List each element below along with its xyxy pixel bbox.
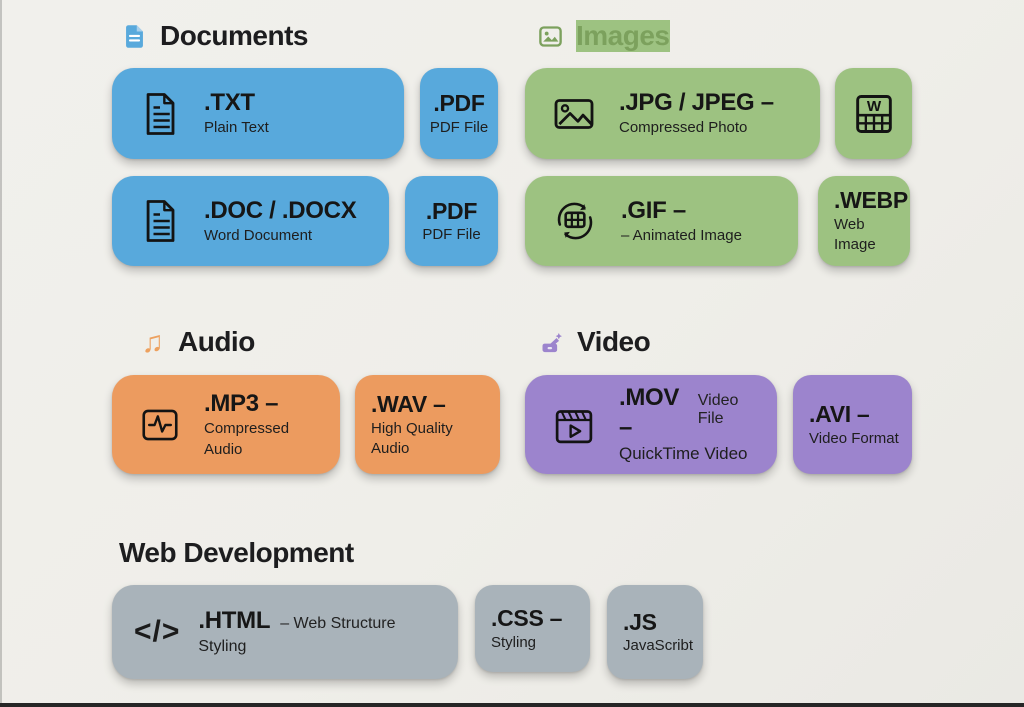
left-edge-divider xyxy=(0,0,2,707)
documents-section-title: Documents xyxy=(160,20,308,51)
image-icon xyxy=(539,25,562,47)
audio-section-title: Audio xyxy=(178,326,255,357)
card-pdf-2-desc: PDF File xyxy=(422,226,481,244)
card-js-desc: JavaScribt xyxy=(623,637,694,655)
card-mp3-desc: Compressed Audio xyxy=(204,420,290,458)
card-gif-ext: .GIF – xyxy=(621,196,686,224)
card-mov-desc: QuickTime Video xyxy=(619,444,748,464)
card-jpg-ext: .JPG / JPEG – xyxy=(619,89,774,117)
images-section-title: Images xyxy=(576,20,670,52)
document-icon xyxy=(126,24,143,48)
card-webp: .WEBP Web Image xyxy=(818,176,910,266)
card-mov-ext-note: Video File xyxy=(697,392,739,428)
card-css-ext: .CSS – xyxy=(491,605,563,631)
card-pdf-1-ext: .PDF xyxy=(433,90,485,116)
card-avi-desc: Video Format xyxy=(809,429,899,447)
card-js: .JS JavaScribt xyxy=(607,585,703,679)
waveform-icon xyxy=(142,409,178,440)
web-section-header: Web Development xyxy=(119,537,354,569)
card-txt: .TXT Plain Text xyxy=(112,68,404,159)
card-pdf-2: .PDF PDF File xyxy=(405,176,498,266)
card-mov-ext: .MOV – xyxy=(619,384,680,442)
svg-text:W: W xyxy=(866,98,881,115)
web-section-title: Web Development xyxy=(119,537,354,568)
picture-icon xyxy=(554,98,594,129)
video-section-header: Video xyxy=(538,326,651,358)
file-lines-icon xyxy=(146,200,175,242)
code-icon: </> xyxy=(134,615,181,648)
card-doc-desc: Word Document xyxy=(204,226,313,244)
card-js-ext: .JS xyxy=(623,608,657,635)
file-lines-icon xyxy=(146,92,175,135)
card-jpg-desc: Compressed Photo xyxy=(619,119,748,137)
card-doc-ext: .DOC / .DOCX xyxy=(204,196,357,224)
card-gif: .GIF – – Animated Image xyxy=(525,176,798,266)
card-mov: .MOV – Video File QuickTime Video xyxy=(525,375,777,474)
card-wav-desc: High Quality Audio xyxy=(371,419,453,457)
card-avi: .AVI – Video Format xyxy=(793,375,912,474)
card-gif-desc: – Animated Image xyxy=(621,226,742,244)
clapperboard-icon xyxy=(555,409,593,443)
music-note-icon: ♫ xyxy=(141,325,164,359)
card-wav: .WAV – High Quality Audio xyxy=(355,375,500,474)
card-word-table: W xyxy=(835,68,912,159)
card-avi-ext: .AVI – xyxy=(809,401,870,427)
loop-grid-icon xyxy=(557,202,593,240)
card-webp-ext: .WEBP xyxy=(834,187,908,214)
card-doc: .DOC / .DOCX Word Document xyxy=(112,176,389,266)
card-html: </> .HTML – Web Structure Styling xyxy=(112,585,458,679)
documents-section-header: Documents xyxy=(121,20,308,52)
card-mp3: .MP3 – Compressed Audio xyxy=(112,375,340,474)
card-pdf-1: .PDF PDF File xyxy=(420,68,498,159)
card-txt-ext: .TXT xyxy=(204,89,255,117)
card-pdf-1-desc: PDF File xyxy=(429,118,489,136)
card-html-ext: .HTML xyxy=(198,607,271,635)
card-html-ext-note: – Web Structure xyxy=(280,615,396,633)
video-camera-icon xyxy=(542,332,562,352)
card-wav-ext: .WAV – xyxy=(371,390,446,417)
images-section-header: Images xyxy=(537,20,670,52)
audio-section-header: ♫ Audio xyxy=(139,326,255,358)
bottom-edge-divider xyxy=(0,703,1024,707)
word-table-icon: W xyxy=(855,94,892,133)
video-section-title: Video xyxy=(577,326,651,357)
card-jpg: .JPG / JPEG – Compressed Photo xyxy=(525,68,820,159)
card-txt-desc: Plain Text xyxy=(204,119,269,137)
card-webp-desc: Web Image xyxy=(834,216,876,254)
card-css: .CSS – Styling xyxy=(475,585,590,672)
card-mp3-ext: .MP3 – xyxy=(204,390,279,418)
card-pdf-2-ext: .PDF xyxy=(425,197,478,224)
card-html-desc: Styling xyxy=(198,638,247,656)
card-css-desc: Styling xyxy=(491,633,537,651)
